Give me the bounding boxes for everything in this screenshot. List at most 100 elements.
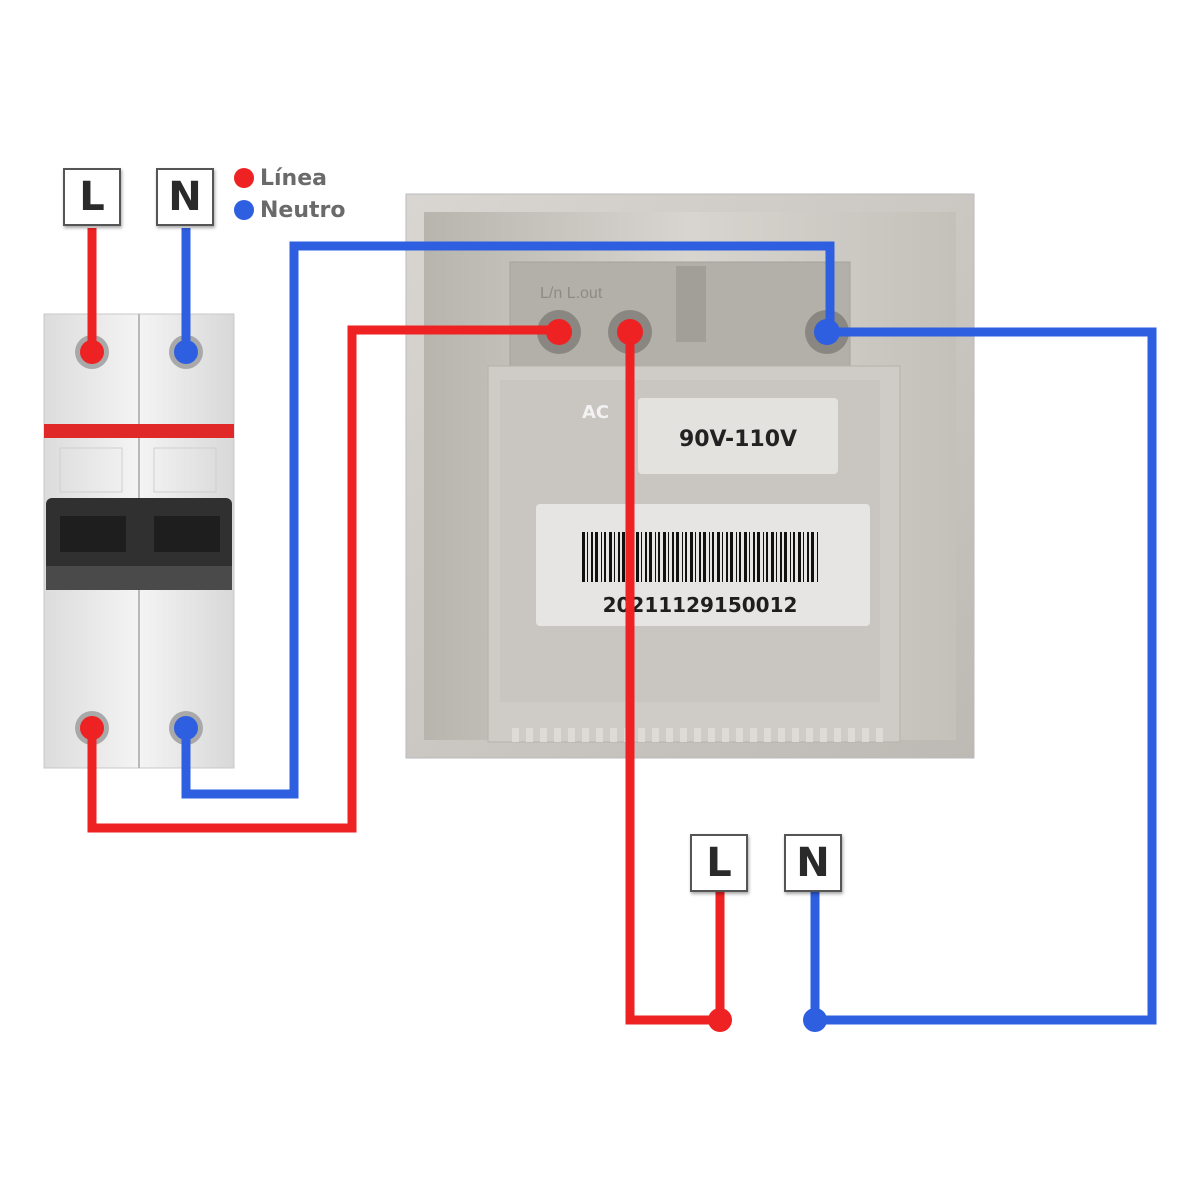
vent-tooth [638, 728, 645, 742]
vent-teeth [512, 728, 883, 742]
vent-tooth [596, 728, 603, 742]
barcode-bar [703, 532, 706, 582]
barcode-bar [682, 532, 683, 582]
barcode-bar [609, 532, 612, 582]
legend-line-dot [234, 168, 254, 188]
barcode-bar [712, 532, 714, 582]
vent-tooth [582, 728, 589, 742]
barcode-bar [757, 532, 760, 582]
barcode-bar [753, 532, 755, 582]
barcode-bar [717, 532, 720, 582]
barcode-bar [793, 532, 795, 582]
barcode-bar [676, 532, 679, 582]
wire-device-line-out-to-load [625, 332, 725, 1025]
barcode-bar [709, 532, 710, 582]
barcode-bar [618, 532, 620, 582]
barcode-bar [730, 532, 733, 582]
barcode-bar [784, 532, 787, 582]
legend-line-label: Línea [260, 165, 327, 191]
barcode-bar [614, 532, 615, 582]
barcode-bar [749, 532, 750, 582]
legend-item-line: Línea [234, 162, 345, 194]
vent-tooth [722, 728, 729, 742]
vent-tooth [764, 728, 771, 742]
legend: Línea Neutro [234, 162, 345, 226]
barcode [582, 532, 818, 582]
vent-tooth [610, 728, 617, 742]
barcode-bar [798, 532, 801, 582]
vent-tooth [806, 728, 813, 742]
wire-breaker-line-to-device [87, 325, 559, 833]
barcode-bar [736, 532, 737, 582]
terminal-labels: L/n L.out [540, 285, 603, 302]
ac-label: AC [582, 402, 609, 423]
breaker-line-out-dot [80, 716, 104, 740]
serial-number: 20211129150012 [603, 593, 798, 617]
barcode-bar [763, 532, 764, 582]
barcode-bar [655, 532, 656, 582]
barcode-bar [591, 532, 593, 582]
barcode-bar [641, 532, 642, 582]
barcode-bar [587, 532, 588, 582]
load-line-dot [708, 1008, 732, 1032]
vent-tooth [526, 728, 533, 742]
vent-tooth [834, 728, 841, 742]
vent-tooth [540, 728, 547, 742]
barcode-bar [622, 532, 625, 582]
load-line-label: L [690, 834, 748, 892]
vent-tooth [736, 728, 743, 742]
barcode-bar [699, 532, 701, 582]
barcode-bar [776, 532, 777, 582]
vent-tooth [512, 728, 519, 742]
barcode-bar [790, 532, 791, 582]
barcode-bar [811, 532, 814, 582]
breaker-red-stripe [44, 424, 234, 438]
supply-line-label: L [63, 168, 121, 226]
vent-tooth [848, 728, 855, 742]
barcode-bar [649, 532, 652, 582]
vent-tooth [694, 728, 701, 742]
device-line-in-dot [546, 319, 572, 345]
vent-tooth [820, 728, 827, 742]
device-line-out-dot [617, 319, 643, 345]
voltage-label: 90V-110V [679, 427, 797, 452]
barcode-bar [726, 532, 728, 582]
load-neutral-label: N [784, 834, 842, 892]
barcode-bar [807, 532, 809, 582]
supply-neutral-label: N [156, 168, 214, 226]
vent-tooth [568, 728, 575, 742]
barcode-bar [604, 532, 606, 582]
breaker-neutral-out-dot [174, 716, 198, 740]
wire-device-neutral-to-load [810, 327, 1157, 1025]
vent-tooth [778, 728, 785, 742]
barcode-bar [663, 532, 666, 582]
barcode-bar [780, 532, 782, 582]
barcode-bar [668, 532, 669, 582]
barcode-bar [744, 532, 747, 582]
vent-tooth [652, 728, 659, 742]
legend-neutral-label: Neutro [260, 197, 346, 223]
barcode-bar [817, 532, 818, 582]
barcode-bar [766, 532, 768, 582]
vent-tooth [554, 728, 561, 742]
barcode-bar [771, 532, 774, 582]
legend-neutral-dot [234, 200, 254, 220]
vent-tooth [708, 728, 715, 742]
breaker-line-in-dot [80, 340, 104, 364]
wires [87, 228, 1157, 1025]
legend-item-neutral: Neutro [234, 194, 345, 226]
barcode-bar [636, 532, 639, 582]
barcode-bar [803, 532, 804, 582]
barcode-bar [601, 532, 602, 582]
barcode-bar [690, 532, 693, 582]
barcode-bar [722, 532, 723, 582]
barcode-bar [595, 532, 598, 582]
vent-tooth [750, 728, 757, 742]
device-neutral-dot [814, 319, 840, 345]
vent-tooth [862, 728, 869, 742]
vent-tooth [876, 728, 883, 742]
vent-tooth [792, 728, 799, 742]
barcode-bar [685, 532, 687, 582]
barcode-bar [658, 532, 660, 582]
